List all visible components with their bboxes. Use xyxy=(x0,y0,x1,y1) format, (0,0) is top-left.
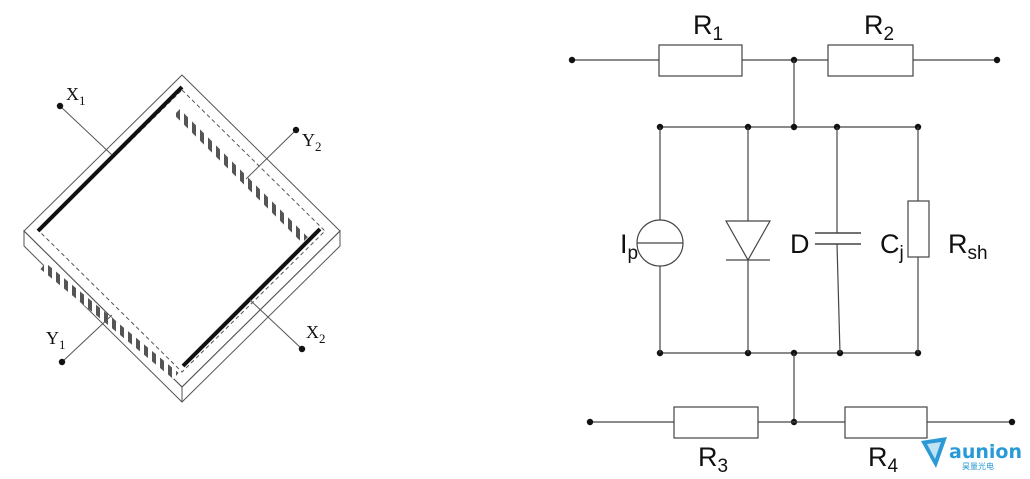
electrode-y1 xyxy=(40,262,179,380)
label-x2: X2 xyxy=(306,322,326,346)
photodiode xyxy=(724,220,772,262)
label-rsh: Rsh xyxy=(948,229,988,264)
resistor-r3 xyxy=(673,406,759,439)
electrode-x2 xyxy=(181,227,322,368)
terminal-bottom-right xyxy=(1008,418,1016,426)
sensor-inner-square xyxy=(38,89,326,373)
terminal-bottom-left xyxy=(586,418,594,426)
resistor-r4 xyxy=(844,406,928,439)
equivalent-circuit: R1 R2 Ip D Cj Rsh R3 R4 xyxy=(568,10,1016,477)
terminal-top-left xyxy=(568,56,576,64)
label-y1: Y1 xyxy=(46,328,66,352)
sensor-drawing: X1 Y2 Y1 X2 xyxy=(23,74,341,403)
label-cj: Cj xyxy=(880,229,904,264)
logo-tagline: 昊量光电 xyxy=(962,461,994,471)
label-ip: Ip xyxy=(620,229,638,264)
resistor-r2 xyxy=(827,44,914,77)
label-r1: R1 xyxy=(693,10,723,45)
resistor-rsh xyxy=(907,200,930,258)
label-r3: R3 xyxy=(698,442,728,477)
lead-y2-terminal xyxy=(292,126,300,134)
label-y2: Y2 xyxy=(302,130,322,154)
aunion-logo: aunion 昊量光电 xyxy=(921,437,1022,471)
lead-x1-terminal xyxy=(56,102,64,110)
label-r2: R2 xyxy=(864,10,894,45)
lead-y1-terminal xyxy=(58,358,66,366)
logo-name: aunion xyxy=(949,441,1022,463)
label-r4: R4 xyxy=(868,442,899,477)
resistor-r1 xyxy=(658,44,743,77)
terminal-top-right xyxy=(993,56,1001,64)
label-x1: X1 xyxy=(66,84,86,108)
electrode-x1 xyxy=(36,85,184,233)
label-d: D xyxy=(790,229,810,259)
lead-x2-terminal xyxy=(298,345,306,353)
electrode-y2 xyxy=(174,109,308,243)
